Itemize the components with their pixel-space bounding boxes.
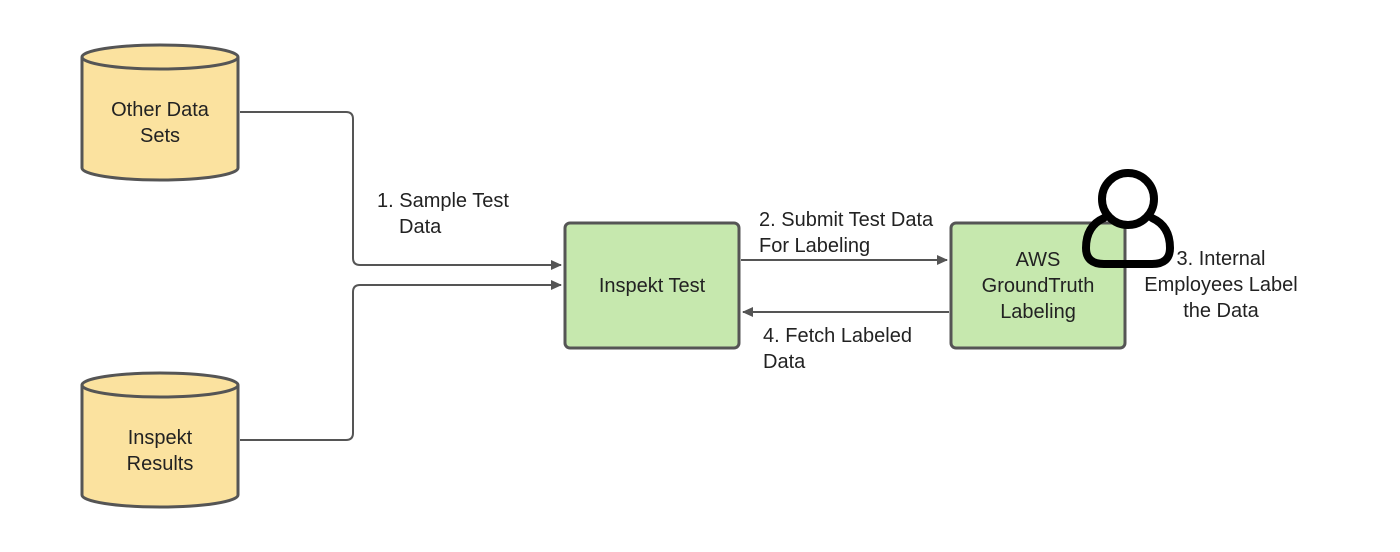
edge-sample-test-data	[240, 111, 562, 270]
node-label-inspekt-results: Inspekt Results	[126, 427, 194, 475]
edge-label-submit-test-data: 2. Submit Test Data For Labeling	[759, 209, 934, 257]
edge-inspekt-results	[240, 280, 562, 441]
node-label-aws-groundtruth: AWS GroundTruth Labeling	[981, 248, 1095, 323]
cylinder-inspekt-results	[80, 371, 240, 509]
box-aws-groundtruth	[949, 221, 1127, 350]
node-label-inspekt-test: Inspekt Test	[598, 274, 706, 297]
box-inspekt-test	[563, 221, 741, 350]
edge-label-fetch-labeled-data: 4. Fetch Labeled Data	[763, 325, 912, 373]
edge-label-sample-test-data: 1. Sample Test Data	[377, 190, 509, 238]
edge-label-internal-employees: 3. Internal Employees Label the Data	[1144, 248, 1298, 322]
person-icon	[1082, 169, 1174, 268]
cylinder-other-data-sets	[80, 43, 240, 182]
node-label-other-data-sets: Other Data Sets	[111, 99, 209, 147]
